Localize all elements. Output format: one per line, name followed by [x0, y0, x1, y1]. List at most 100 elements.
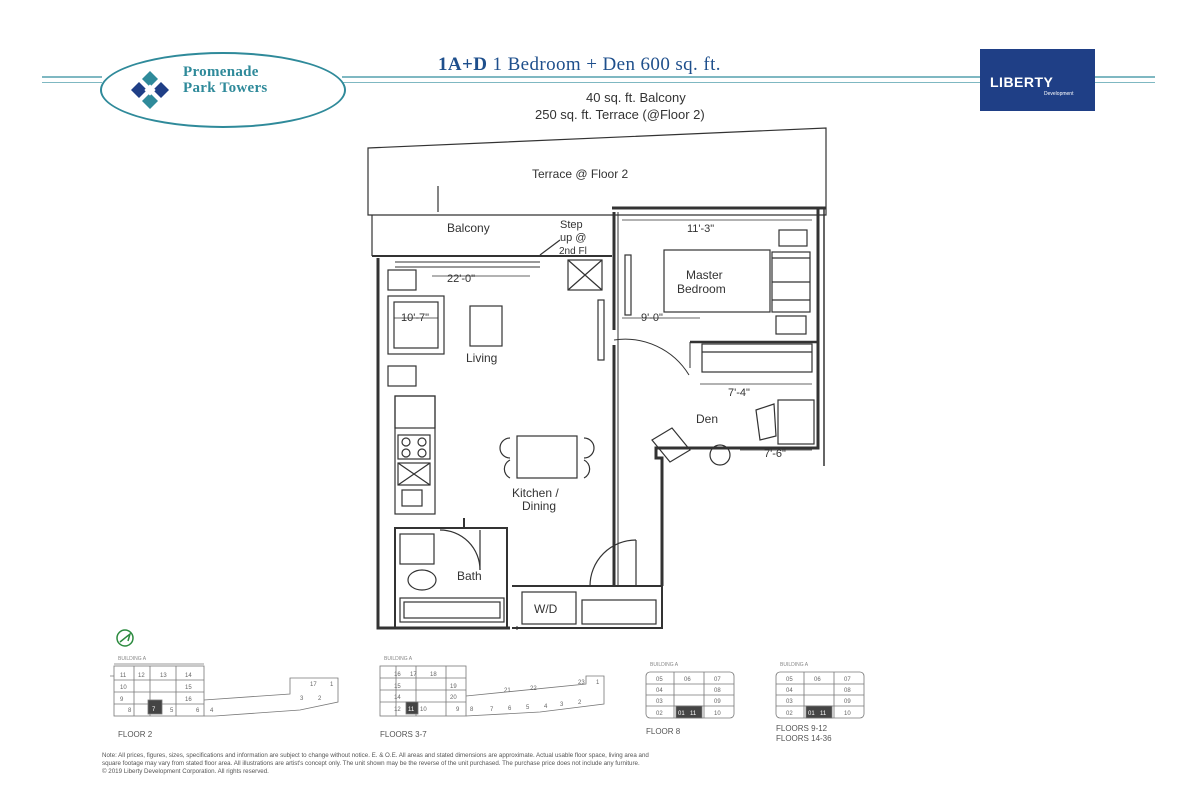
keyplan-floors-9-36-units: 05 06 07 04 08 03 09 02 01 11 10 [786, 677, 851, 717]
header-rule-mid-bottom [342, 82, 980, 83]
svg-text:10: 10 [120, 685, 127, 691]
label-master-2: Bedroom [677, 282, 726, 296]
svg-text:6: 6 [508, 706, 512, 712]
svg-text:5: 5 [170, 708, 174, 714]
keyplan-building-label-3: BUILDING A [650, 662, 679, 668]
svg-text:22: 22 [530, 686, 537, 692]
dim-balcony: 22'-0" [447, 273, 475, 285]
keyplan-floor-8 [645, 671, 735, 719]
svg-text:05: 05 [786, 677, 793, 683]
label-terrace: Terrace @ Floor 2 [532, 167, 629, 181]
svg-text:2: 2 [318, 696, 322, 702]
keyplan-floor-2-units: 11 12 13 14 10 15 9 16 8 7 5 6 4 17 1 3 … [120, 673, 334, 714]
svg-text:16: 16 [394, 672, 401, 678]
legal-disclaimer: Note: All prices, figures, sizes, specif… [102, 752, 1102, 776]
label-balcony: Balcony [447, 221, 490, 235]
header-rule-right-bottom [1095, 82, 1155, 83]
header-rule-right-top [1095, 76, 1155, 78]
unit-code: 1A+D [438, 54, 488, 75]
label-step-1: Step [560, 219, 583, 231]
keyplan-floors-3-7-units: 16 17 18 15 19 14 20 21 22 23 1 12 11 10… [394, 672, 600, 713]
svg-text:7: 7 [490, 707, 494, 713]
svg-text:9: 9 [120, 697, 124, 703]
washer-dryer [521, 591, 577, 625]
svg-text:17: 17 [310, 682, 317, 688]
keyplan-floors-9-36 [775, 671, 865, 719]
svg-text:06: 06 [684, 677, 691, 683]
svg-text:3: 3 [300, 696, 304, 702]
brand-logo [100, 52, 346, 128]
developer-sub: Development [1044, 91, 1074, 97]
dim-bedroom-depth: 9'-0" [641, 312, 663, 324]
keyplan-building-label-1: BUILDING A [118, 656, 147, 662]
master-bed [663, 249, 771, 313]
svg-text:06: 06 [814, 677, 821, 683]
svg-text:02: 02 [656, 711, 663, 717]
svg-text:9: 9 [456, 707, 460, 713]
label-step-2: up @ [560, 232, 586, 244]
terrace-outline [367, 127, 827, 216]
brand-name-line2: Park Towers [183, 80, 268, 96]
terrace-area: 250 sq. ft. Terrace (@Floor 2) [535, 107, 705, 122]
svg-text:1: 1 [596, 680, 600, 686]
svg-text:17: 17 [410, 672, 417, 678]
disclaimer-line-1: Note: All prices, figures, sizes, specif… [102, 752, 649, 759]
svg-text:04: 04 [786, 688, 793, 694]
svg-text:11: 11 [690, 711, 697, 717]
svg-text:8: 8 [470, 707, 474, 713]
svg-text:07: 07 [714, 677, 721, 683]
disclaimer-line-3: © 2019 Liberty Development Corporation. … [102, 768, 269, 775]
dim-living: 10'-7" [401, 312, 429, 324]
keyplan-floor-8-label: FLOOR 8 [646, 727, 681, 736]
svg-text:14: 14 [394, 695, 401, 701]
header-rule-mid-top [342, 76, 980, 78]
keyplan-building-label-4: BUILDING A [780, 662, 809, 668]
svg-text:07: 07 [844, 677, 851, 683]
svg-text:4: 4 [210, 708, 214, 714]
svg-text:04: 04 [656, 688, 663, 694]
brand-name-line1: Promenade [183, 64, 259, 80]
svg-text:11: 11 [820, 711, 827, 717]
dining-table [516, 435, 578, 479]
svg-text:13: 13 [160, 673, 167, 679]
unit-title: 1A+D 1 Bedroom + Den 600 sq. ft. [438, 54, 721, 76]
developer-logo: LIBERTY Development [980, 49, 1095, 111]
svg-text:01: 01 [678, 711, 685, 717]
label-kitchen-2: Dining [522, 499, 556, 513]
brand-logo-icon [131, 71, 169, 109]
svg-text:16: 16 [185, 697, 192, 703]
svg-text:12: 12 [394, 707, 401, 713]
north-arrow-icon [116, 629, 134, 647]
svg-text:21: 21 [504, 688, 511, 694]
svg-text:5: 5 [526, 705, 530, 711]
svg-text:15: 15 [185, 685, 192, 691]
keyplan-floor-2-label: FLOOR 2 [118, 730, 153, 739]
svg-text:14: 14 [185, 673, 192, 679]
bathroom [394, 527, 508, 629]
sofa [387, 295, 445, 355]
dim-den-depth: 7'-6" [764, 448, 786, 460]
svg-text:19: 19 [450, 684, 457, 690]
label-wd: W/D [534, 602, 558, 616]
svg-text:05: 05 [656, 677, 663, 683]
svg-text:10: 10 [844, 711, 851, 717]
svg-text:12: 12 [138, 673, 145, 679]
svg-text:11: 11 [120, 673, 127, 679]
svg-text:10: 10 [420, 707, 427, 713]
kitchen-counter [394, 395, 436, 515]
keyplan-building-label-2: BUILDING A [384, 656, 413, 662]
keyplan-floor-8-units: 05 06 07 04 08 03 09 02 01 11 10 [656, 677, 721, 717]
dim-bedroom-width: 11'-3" [687, 223, 714, 235]
svg-text:3: 3 [560, 702, 564, 708]
svg-text:8: 8 [128, 708, 132, 714]
label-living: Living [466, 351, 497, 365]
keyplan-floors-3-7-label: FLOORS 3-7 [380, 730, 427, 739]
svg-text:03: 03 [786, 699, 793, 705]
svg-text:02: 02 [786, 711, 793, 717]
svg-text:09: 09 [714, 699, 721, 705]
svg-text:7: 7 [152, 707, 156, 713]
svg-text:08: 08 [714, 688, 721, 694]
balcony-area: 40 sq. ft. Balcony [586, 90, 686, 105]
svg-text:4: 4 [544, 704, 548, 710]
svg-text:23: 23 [578, 680, 585, 686]
